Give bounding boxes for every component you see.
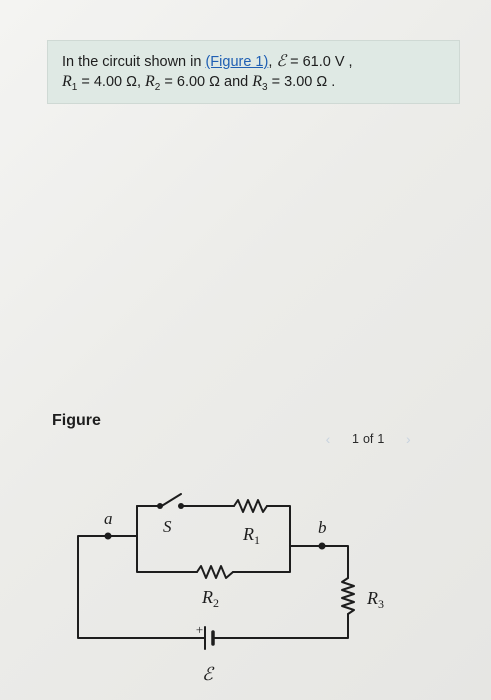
- label-switch: S: [163, 517, 172, 536]
- label-plus: +: [195, 622, 204, 637]
- wire-parallel-left: [136, 505, 198, 573]
- chevron-left-icon[interactable]: ‹: [325, 431, 331, 447]
- r1-subscript: 1: [71, 81, 78, 93]
- node-a-dot: [104, 532, 112, 540]
- chevron-right-icon[interactable]: ›: [406, 431, 411, 447]
- switch-contact-left: [157, 503, 163, 509]
- wire-r1-right: [232, 505, 291, 573]
- r3-resistor: [341, 577, 355, 615]
- label-r2: R2: [201, 587, 219, 610]
- switch-contact-right: [178, 503, 184, 509]
- node-b-dot: [318, 542, 326, 550]
- r1-symbol: R: [62, 73, 72, 90]
- pager-of: of: [362, 432, 374, 446]
- r2-symbol: R: [145, 73, 155, 90]
- r3-symbol: R: [252, 73, 263, 90]
- r3-value: = 3.00 Ω .: [267, 74, 336, 90]
- figure-heading: Figure: [52, 412, 101, 429]
- wire-left: [77, 535, 196, 639]
- figure-link[interactable]: (Figure 1): [205, 54, 269, 70]
- label-node-a: a: [104, 509, 113, 528]
- r1-value: = 4.00 Ω,: [77, 74, 146, 90]
- label-r1: R1: [242, 524, 260, 547]
- problem-intro: In the circuit shown in: [62, 54, 202, 70]
- emf-value: = 61.0 V ,: [286, 54, 353, 70]
- emf-symbol: ℰ: [276, 53, 287, 70]
- r2-value: = 6.00 Ω and: [160, 74, 253, 90]
- wire-right: [321, 545, 349, 579]
- problem-line-1: In the circuit shown in (Figure 1), ℰ = …: [62, 53, 353, 70]
- pager-total: 1: [377, 432, 385, 446]
- r2-subscript: 2: [154, 81, 161, 93]
- problem-line-2: R1 = 4.00 Ω, R2 = 6.00 Ω and R3 = 3.00 Ω…: [62, 72, 447, 98]
- r3-subscript: 3: [262, 81, 268, 93]
- r2-resistor: [196, 565, 234, 579]
- pager-current: 1: [352, 432, 359, 446]
- label-r3: R3: [366, 588, 384, 611]
- wire-bottom-right: [215, 613, 349, 639]
- problem-statement: In the circuit shown in (Figure 1), ℰ = …: [47, 40, 460, 104]
- label-emf: ℰ: [202, 664, 215, 684]
- label-node-b: b: [318, 518, 327, 537]
- r1-resistor: [233, 499, 268, 513]
- switch-lever: [159, 493, 182, 508]
